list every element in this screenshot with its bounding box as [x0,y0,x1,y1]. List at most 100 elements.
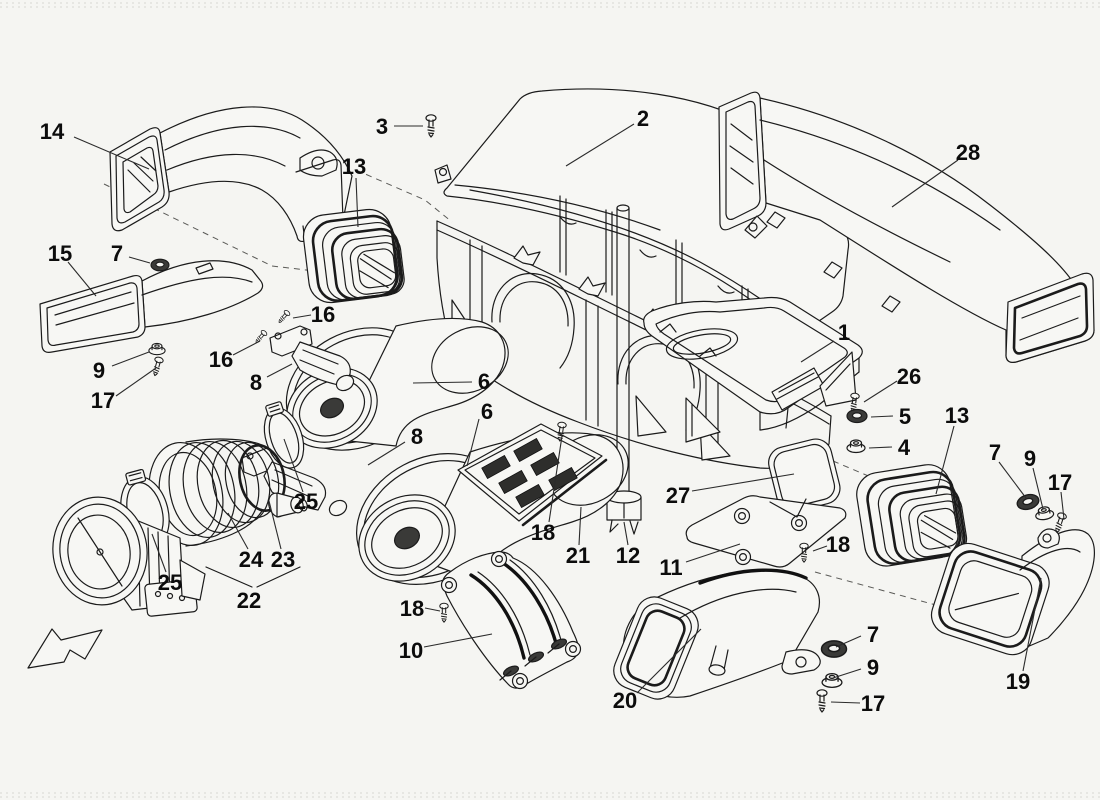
part-number-label-19: 19 [1006,669,1030,694]
leader-line-1 [800,340,835,363]
part-number-label-28: 28 [956,140,980,165]
part-14-upper-intake-duct [109,106,353,243]
part-number-label-7-left: 7 [111,241,123,266]
part-8-maf-sensor-upper [269,325,355,392]
part-number-label-14: 14 [40,119,65,144]
callout-11: 11 [659,543,741,580]
callout-25-upper: 25 [283,438,318,514]
callout-12: 12 [616,521,640,568]
part-number-label-27: 27 [666,483,690,508]
callout-1: 1 [800,320,850,363]
part-number-label-5: 5 [899,404,911,429]
leader-line-5 [870,415,894,418]
leader-line-18-right [812,545,828,552]
callout-4: 4 [868,435,911,460]
leader-line-17-right [1060,491,1065,520]
part-number-label-17-left: 17 [91,388,115,413]
leader-line-2 [565,123,635,167]
leader-line-13-right [935,425,955,495]
callout-3: 3 [376,114,423,139]
leader-line-17-left [115,367,157,397]
leader-line-9-right [1032,467,1044,510]
leader-line-14 [73,136,150,170]
callout-18-right: 18 [812,532,850,557]
leader-line-6-lower [466,418,480,467]
screw-3 [425,114,437,138]
part-number-label-18-left: 18 [400,596,424,621]
part-20-lower-duct [613,568,821,700]
leader-line-9-left [111,351,150,367]
part-number-label-8-lower: 8 [411,424,423,449]
leader-line-18-top [548,435,563,523]
callout-9-left: 9 [93,351,150,383]
callout-13-right: 13 [935,403,969,495]
leader-line-4 [868,446,893,449]
leader-line-7-bottom [835,635,862,648]
part-13-right-bellows [856,464,968,567]
part-number-label-9-right: 9 [1024,446,1036,471]
part-number-label-7-right: 7 [989,440,1001,465]
leader-line-20 [636,628,702,694]
screw-17-bottom [816,689,828,713]
nut-9-right [1033,504,1055,522]
screw-18-left [439,602,449,623]
leader-line-23 [268,500,282,550]
callout-23: 23 [268,500,295,572]
callout-16-lower: 16 [209,340,261,372]
part-number-label-16-lower: 16 [209,347,233,372]
callout-6-upper: 6 [412,369,490,394]
part-number-label-18-right: 18 [826,532,850,557]
callout-19: 19 [1006,577,1042,694]
part-23-connector-piece [268,492,308,518]
callout-28: 28 [891,140,980,208]
part-number-label-17-bottom: 17 [861,691,885,716]
part-10-heat-shield [440,550,582,690]
part-number-label-13-right: 13 [945,403,969,428]
part-number-label-26: 26 [897,364,921,389]
part-21-vent-grille [457,423,608,527]
callout-7-left: 7 [111,241,151,266]
callout-16-upper: 16 [292,302,335,327]
throttle-body [52,496,206,617]
part-number-label-8-upper: 8 [250,370,262,395]
leader-line-8-upper [266,363,293,378]
part-number-label-1: 1 [838,320,850,345]
leader-line-26 [863,380,898,403]
part-number-label-13-left: 13 [342,154,366,179]
callout-7-bottom: 7 [835,622,879,648]
part-number-label-10: 10 [399,638,423,663]
direction-arrow [27,628,103,669]
part-19-intake-elbow [930,528,1095,656]
nut-4 [846,439,866,454]
part-number-label-25-upper: 25 [294,489,318,514]
leader-line-8-lower [367,441,406,466]
callout-17-bottom: 17 [830,691,885,716]
part-number-label-6-lower: 6 [481,399,493,424]
grommet-7-bottom [820,640,848,658]
leader-line-27 [691,473,795,492]
callout-8-lower: 8 [367,424,423,466]
part-12-drain-pipe [606,204,642,535]
nut-9-left [148,342,166,356]
part-1-lower-housing-tray [643,296,863,443]
leader-line-25-upper [283,438,304,493]
callout-24: 24 [227,512,264,572]
callout-5: 5 [870,404,911,429]
grommet-7-right [1014,491,1042,513]
part-number-label-9-left: 9 [93,358,105,383]
part-number-label-15: 15 [48,241,72,266]
part-number-label-3: 3 [376,114,388,139]
callout-2: 2 [565,106,649,167]
callout-18-left: 18 [400,596,441,621]
leader-line-7-left [128,256,151,264]
part-number-label-22: 22 [237,588,261,613]
callout-9-bottom: 9 [832,655,879,680]
leader-line-6-upper [412,381,473,384]
leader-line-17-bottom [830,701,861,704]
callout-13-left: 13 [342,154,366,228]
callout-10: 10 [399,633,493,663]
part-number-label-24: 24 [239,547,264,572]
